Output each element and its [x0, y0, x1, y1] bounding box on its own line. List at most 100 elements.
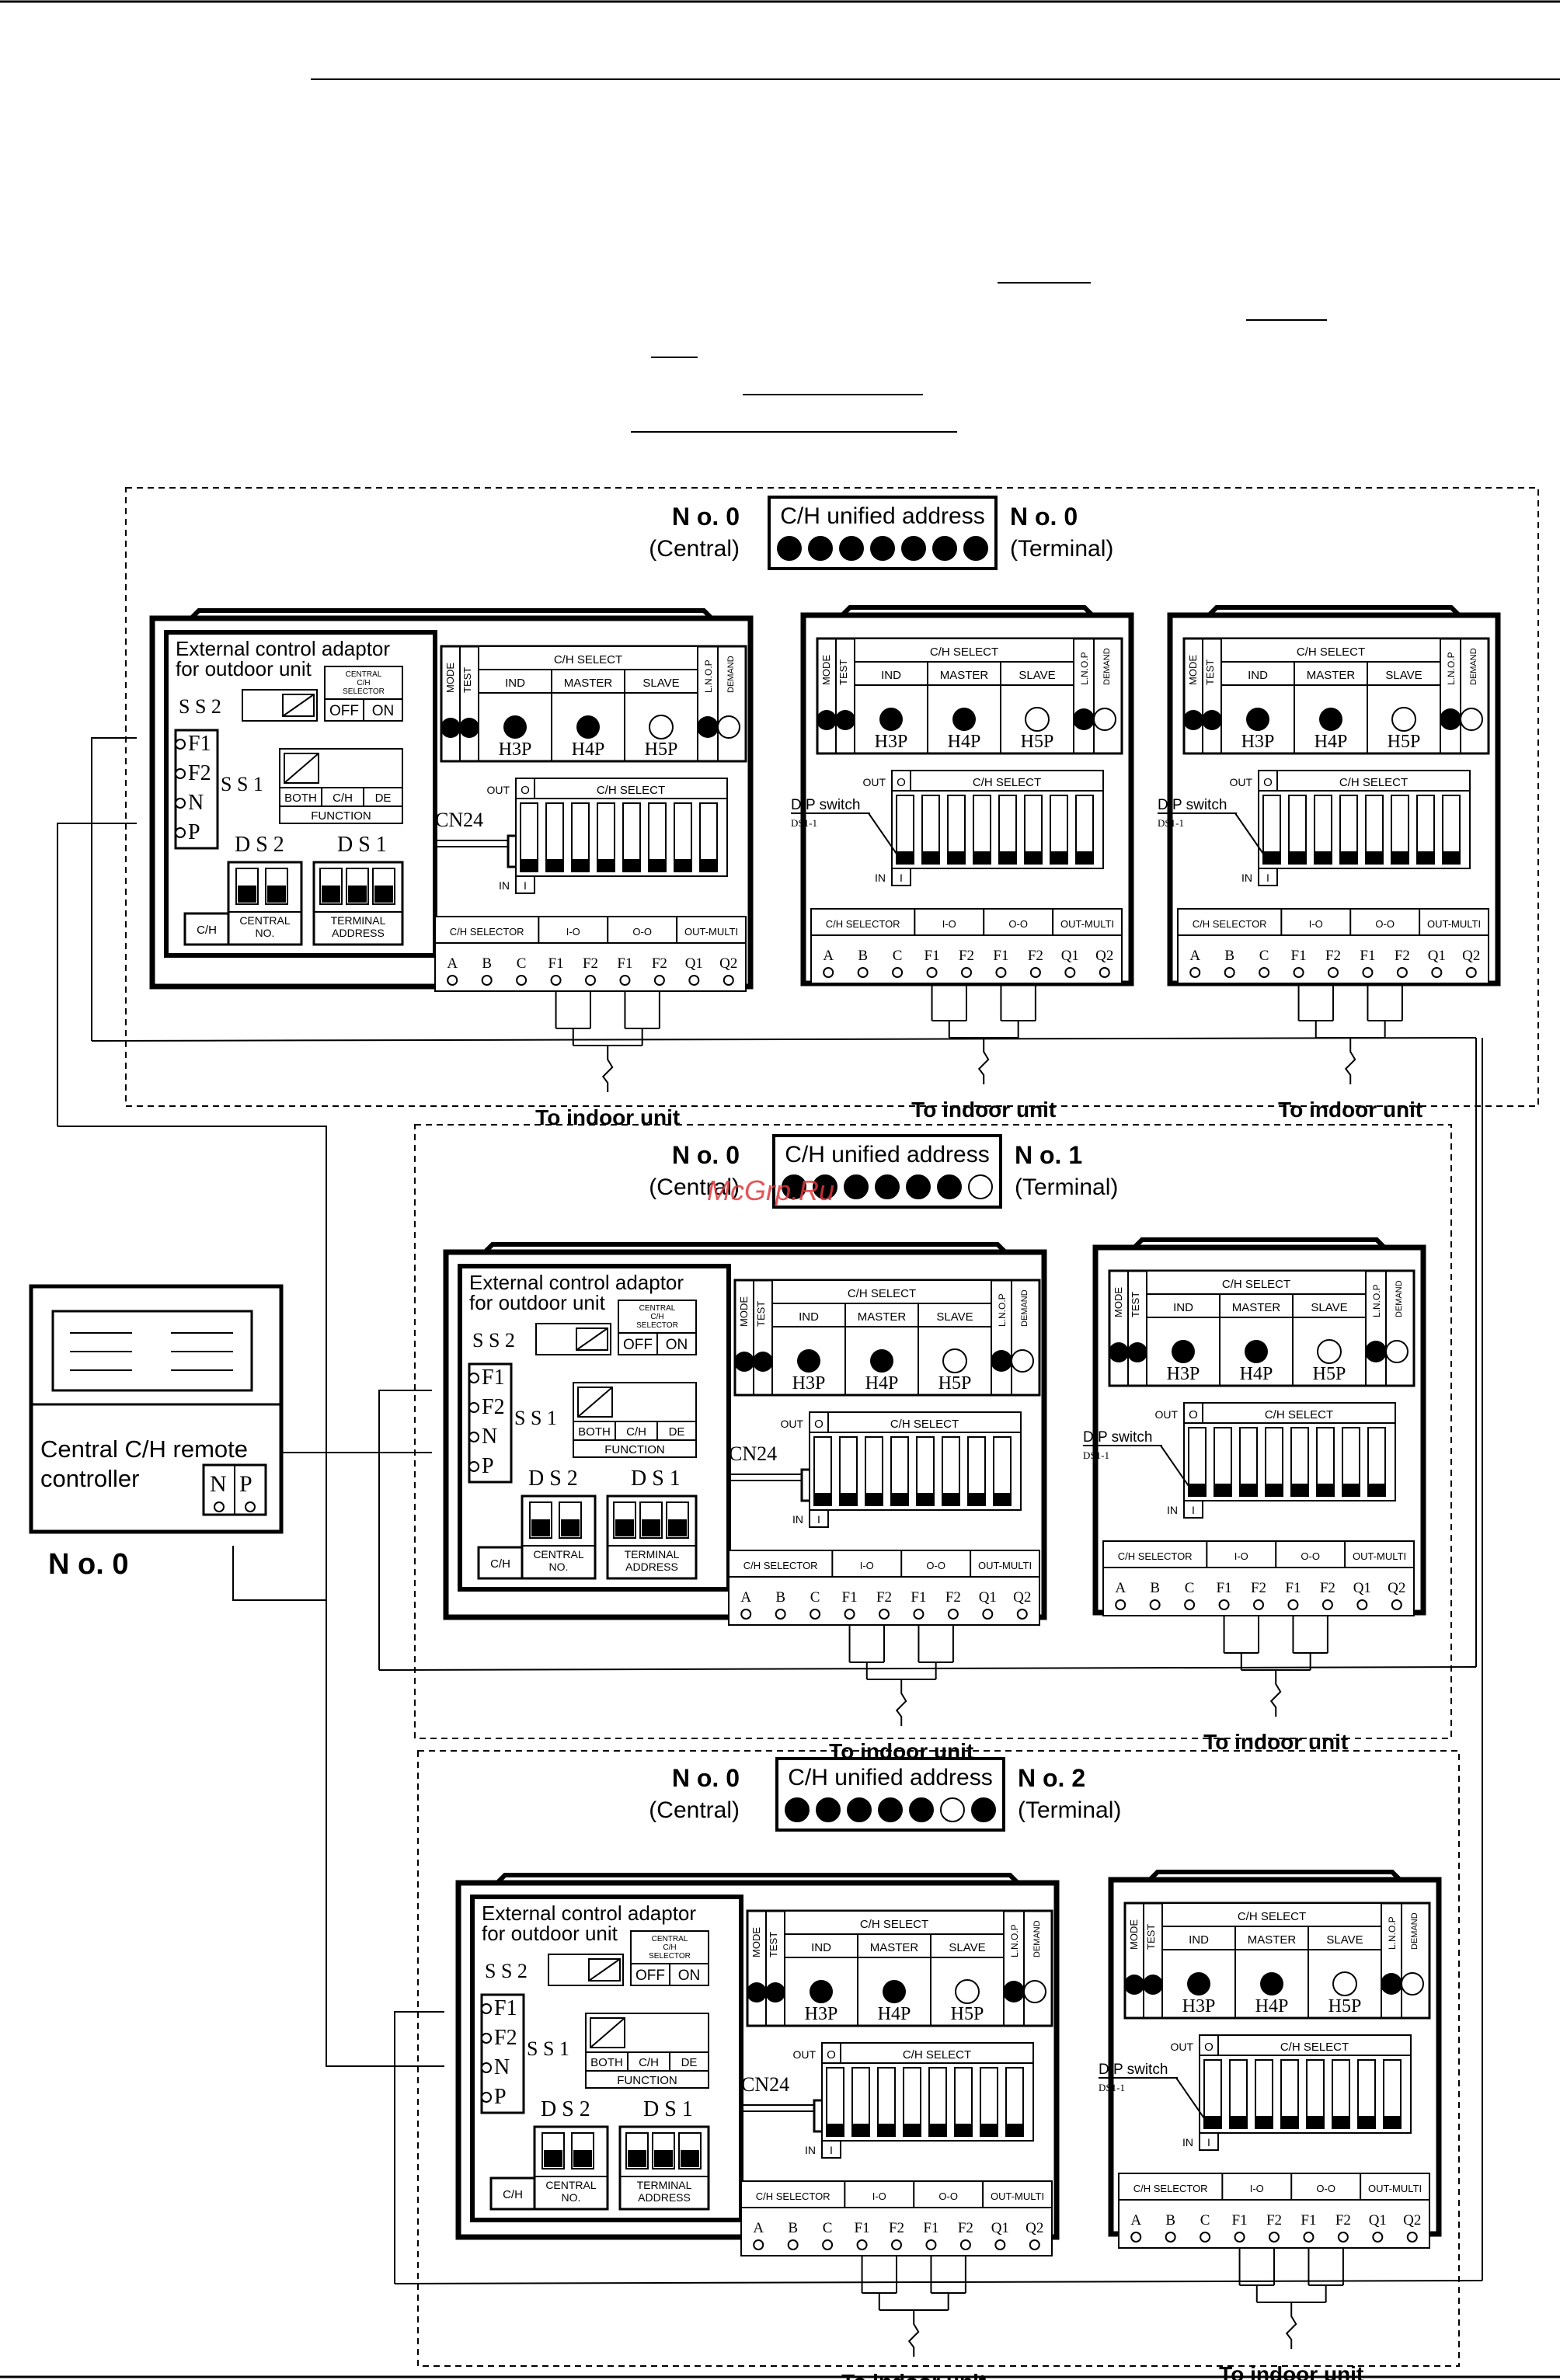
to-indoor-unit-label: To indoor unit	[1219, 2362, 1363, 2380]
led-test	[753, 1352, 773, 1372]
address-led	[971, 1797, 996, 1822]
terminal-label: F1	[548, 955, 564, 972]
dip-ch-select-label: C/H SELECT	[1265, 1408, 1333, 1421]
led-h3p	[879, 708, 903, 731]
terminal-label: N o. 2	[1018, 1764, 1085, 1792]
terminal-screw	[925, 2239, 937, 2250]
terminal-screw	[1293, 967, 1304, 978]
off-label: OFF	[329, 703, 359, 719]
ss1-label: S S 1	[221, 773, 263, 795]
wire-segment	[1234, 812, 1266, 857]
ds1-1-label: DS1-1	[791, 817, 817, 829]
terminal-screw	[961, 967, 972, 978]
both-label: BOTH	[578, 1425, 611, 1439]
terminal-screw	[619, 975, 631, 986]
dip-switch-label: DIP switch	[791, 797, 860, 813]
lnop-label: L.N.O.P	[1371, 1284, 1382, 1317]
led-h3p	[503, 715, 527, 739]
dip-i-label: I	[1266, 872, 1269, 884]
terminal-group-label: C/H SELECTOR	[450, 926, 524, 938]
wire-segment	[590, 2017, 625, 2048]
terminal-label: A	[1189, 948, 1200, 964]
led-lnop	[1381, 1973, 1402, 1995]
terminal-label: Q1	[1428, 948, 1446, 964]
terminal-screw	[1303, 2232, 1315, 2243]
ds2-knob	[267, 886, 286, 903]
dip-knob	[969, 1493, 984, 1505]
terminal-label: C	[810, 1589, 820, 1606]
terminal-group-label: OUT-MULTI	[684, 926, 738, 938]
terminal-label: F2	[876, 1589, 892, 1606]
terminal-label: F1	[1285, 1580, 1301, 1596]
led-mode	[1109, 1342, 1129, 1362]
terminal-screw	[1130, 2232, 1142, 2243]
terminal-label: F1	[855, 2220, 870, 2236]
terminal-screw	[1189, 967, 1201, 978]
wire-segment	[1269, 1670, 1282, 1717]
central-no-label: NO.	[562, 2191, 581, 2204]
adaptor-terminal-screw	[175, 768, 186, 779]
terminal-group-label: OUT-MULTI	[991, 2190, 1044, 2202]
central-no-label: CENTRAL	[239, 914, 291, 927]
address-led	[909, 1797, 934, 1822]
terminal-screw	[1016, 1609, 1028, 1620]
adaptor-terminal-label: F2	[494, 2026, 517, 2050]
ss1-label: S S 1	[527, 2037, 569, 2060]
to-indoor-unit-label: To indoor unit	[1278, 1098, 1422, 1122]
ch-select-label: C/H SELECT	[1238, 1910, 1306, 1923]
lnop-label: L.N.O.P	[703, 659, 714, 693]
central-sub-label: (Central)	[649, 536, 740, 562]
central-ch-selector-label: C/H	[357, 679, 370, 687]
terminal-screw	[994, 2239, 1006, 2250]
adaptor-terminal-screw	[481, 2062, 492, 2073]
terminal-label: Q2	[1462, 948, 1480, 964]
dip-knob	[841, 1493, 856, 1505]
dip-knob	[1367, 851, 1382, 864]
central-no-label: NO.	[549, 1561, 569, 1573]
dip-knob	[1025, 851, 1041, 864]
dip-knob	[1392, 851, 1408, 864]
adaptor-terminal-label: F1	[494, 1996, 517, 2020]
adaptor-terminal-screw	[481, 2033, 492, 2044]
dip-ch-select-label: C/H SELECT	[1339, 776, 1408, 789]
dip-knob	[1000, 851, 1015, 864]
h3p-label: H3P	[805, 2004, 838, 2024]
terminal-screw	[753, 2239, 764, 2250]
adaptor-terminal-screw	[468, 1402, 479, 1413]
led-h5p	[942, 1348, 967, 1373]
h3p-label: H3P	[1167, 1364, 1200, 1384]
dip-ch-select-label: C/H SELECT	[903, 2048, 971, 2062]
dip-i-label: I	[900, 872, 903, 884]
dip-knob	[930, 2124, 945, 2136]
address-led	[937, 1174, 962, 1199]
dip-i-label: I	[830, 2144, 833, 2156]
terminal-group-label: C/H SELECTOR	[1118, 1550, 1193, 1562]
ds2-knob	[561, 1519, 580, 1536]
terminal-screw	[1406, 2232, 1418, 2243]
ds2-knob	[531, 1519, 550, 1536]
terminal-label: N o. 0	[1010, 503, 1078, 531]
central-label: N o. 0	[672, 503, 740, 531]
terminal-label: F2	[583, 955, 598, 972]
terminal-label: F1	[1232, 2212, 1248, 2229]
led-demand	[1401, 1972, 1424, 1996]
terminal-screw	[947, 1609, 959, 1620]
ch-select-label: C/H SELECT	[554, 653, 622, 666]
led-h4p	[1319, 708, 1342, 731]
terminal-label: F1	[993, 948, 1008, 964]
ch-label: C/H	[333, 792, 353, 805]
terminal-label: F2	[1320, 1580, 1335, 1596]
terminal-label: B	[1224, 948, 1234, 964]
terminal-label: Q2	[1025, 2220, 1043, 2236]
dip-knob	[1256, 2116, 1272, 2128]
dip-knob	[1189, 1484, 1205, 1496]
led-h4p	[1260, 1972, 1283, 1996]
terminal-label: F2	[958, 2220, 973, 2236]
